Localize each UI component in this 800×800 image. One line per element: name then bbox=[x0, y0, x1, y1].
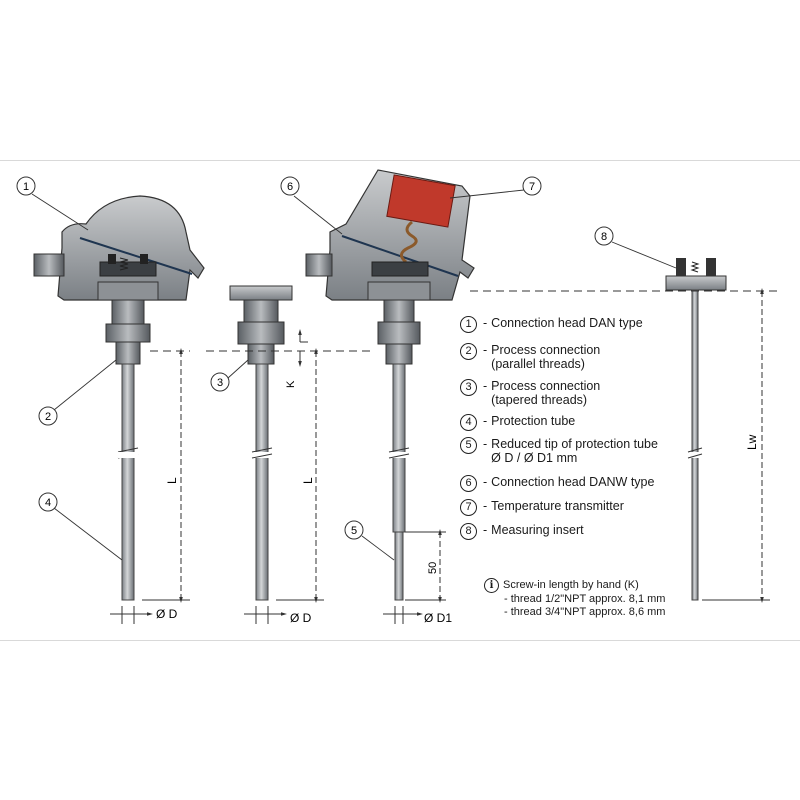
assembly-2 bbox=[229, 285, 293, 601]
legend-number: 1 bbox=[460, 316, 477, 333]
protection-tube-2 bbox=[255, 363, 269, 601]
legend-number: 4 bbox=[460, 414, 477, 431]
legend-item: 1 - Connection head DAN type bbox=[460, 316, 643, 333]
leader-lines bbox=[31, 189, 677, 561]
assembly-1 bbox=[33, 195, 205, 601]
callout-7: 7 bbox=[529, 181, 535, 193]
connection-head-dan bbox=[57, 195, 205, 301]
protection-tube-1 bbox=[121, 363, 135, 601]
legend-text: Reduced tip of protection tube Ø D / Ø D… bbox=[491, 437, 658, 465]
legend-number: 6 bbox=[460, 475, 477, 492]
legend-item: 8 - Measuring insert bbox=[460, 523, 584, 540]
legend-text: Protection tube bbox=[491, 414, 576, 428]
legend-text: Process connection (tapered threads) bbox=[491, 379, 601, 407]
dim-d-mid: Ø D bbox=[290, 611, 312, 625]
top-border-line bbox=[0, 160, 800, 161]
callout-5: 5 bbox=[351, 525, 357, 537]
dim-lw: Lw bbox=[745, 434, 759, 450]
legend-item: 4 - Protection tube bbox=[460, 414, 575, 431]
screw-in-note: i Screw-in length by hand (K) - thread 1… bbox=[484, 578, 665, 619]
cable-gland bbox=[33, 253, 65, 277]
callouts: 1 2 3 4 5 6 7 8 bbox=[16, 176, 614, 540]
callout-2: 2 bbox=[45, 411, 51, 423]
assembly-4 bbox=[665, 258, 727, 601]
protection-tube-3 bbox=[392, 363, 406, 533]
dim-l-mid: L bbox=[301, 477, 315, 484]
callout-6: 6 bbox=[287, 181, 293, 193]
measuring-insert-plate bbox=[665, 275, 727, 291]
dim-50: 50 bbox=[427, 562, 439, 574]
dim-l-left: L bbox=[165, 477, 179, 484]
reference-lines bbox=[150, 290, 780, 352]
note-line: - thread 3/4"NPT approx. 8,6 mm bbox=[504, 606, 666, 618]
dim-d1-right: Ø D1 bbox=[424, 611, 452, 625]
dim-d-left: Ø D bbox=[156, 607, 178, 621]
legend-text: Connection head DAN type bbox=[491, 316, 643, 330]
legend-text: Connection head DANW type bbox=[491, 475, 655, 489]
info-icon: i bbox=[484, 578, 499, 593]
bottom-border-line bbox=[0, 640, 800, 641]
legend-item: 7 - Temperature transmitter bbox=[460, 499, 624, 516]
temperature-transmitter bbox=[386, 174, 456, 228]
legend-number: 3 bbox=[460, 379, 477, 396]
measuring-insert-rod bbox=[691, 289, 699, 601]
note-line: - thread 1/2"NPT approx. 8,1 mm bbox=[504, 593, 666, 605]
note-title: Screw-in length by hand (K) bbox=[503, 579, 639, 591]
legend-text: Process connection (parallel threads) bbox=[491, 343, 601, 371]
dimension-lines bbox=[110, 288, 770, 624]
legend-text: Measuring insert bbox=[491, 523, 584, 537]
callout-1: 1 bbox=[23, 181, 29, 193]
legend-text: Temperature transmitter bbox=[491, 499, 624, 513]
assembly-3 bbox=[305, 169, 475, 601]
callout-8: 8 bbox=[601, 231, 607, 243]
callout-4: 4 bbox=[45, 497, 51, 509]
legend-item: 6 - Connection head DANW type bbox=[460, 475, 654, 492]
callout-3: 3 bbox=[217, 377, 223, 389]
legend-number: 8 bbox=[460, 523, 477, 540]
legend-number: 5 bbox=[460, 437, 477, 454]
reduced-tip bbox=[394, 531, 404, 601]
legend-item: 5 - Reduced tip of protection tube Ø D /… bbox=[460, 437, 658, 465]
legend-number: 2 bbox=[460, 343, 477, 360]
dim-k: K bbox=[285, 380, 297, 388]
legend-item: 2 - Process connection (parallel threads… bbox=[460, 343, 600, 371]
legend-item: 3 - Process connection (tapered threads) bbox=[460, 379, 600, 407]
legend-number: 7 bbox=[460, 499, 477, 516]
